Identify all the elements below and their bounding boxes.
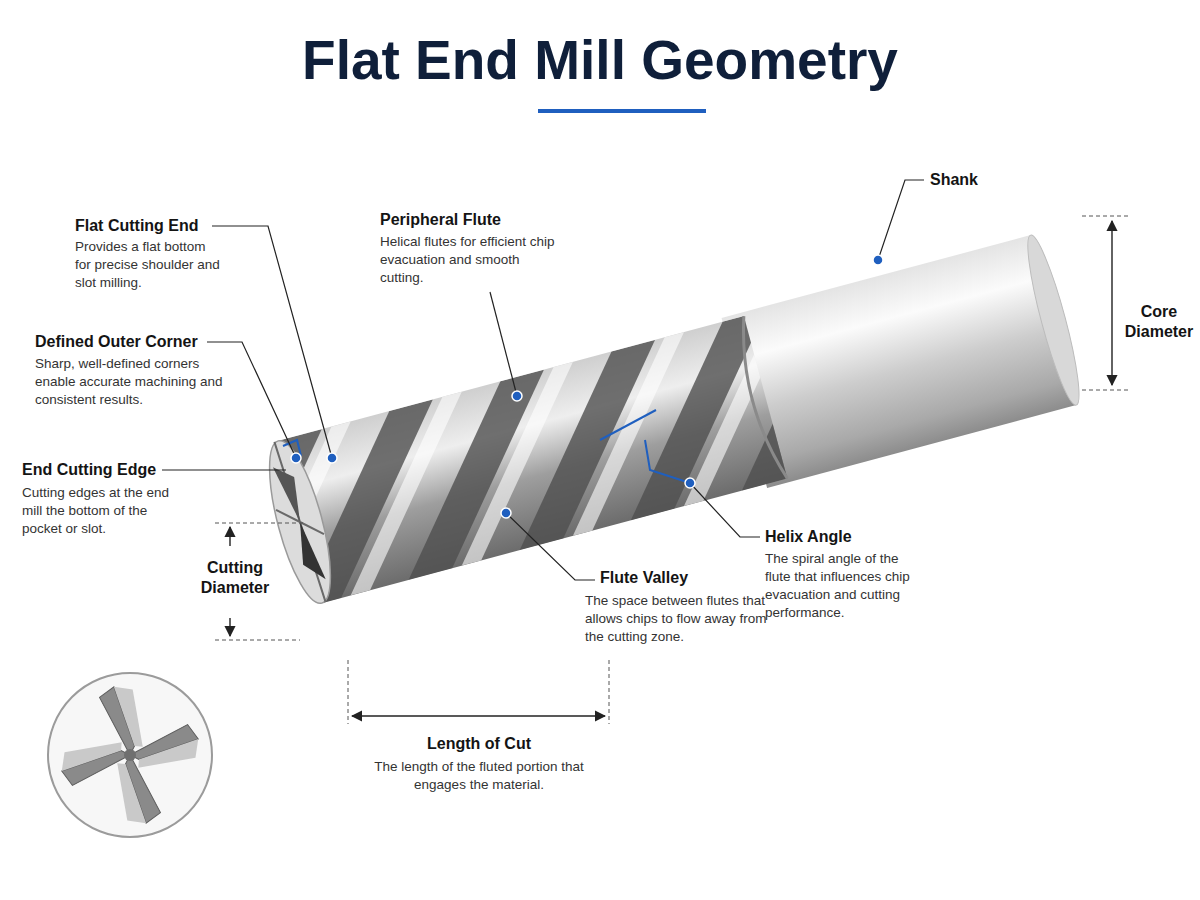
leader-line <box>490 292 517 396</box>
extension-line <box>1082 390 1130 391</box>
callout-description: Provides a flat bottom for precise shoul… <box>75 238 225 292</box>
leader-line <box>162 469 286 470</box>
extension-line <box>215 523 305 524</box>
chip-pocket <box>273 462 306 525</box>
flute-highlight <box>418 362 616 566</box>
dimension-arrows <box>230 221 1112 716</box>
dimension-arrow <box>352 715 605 716</box>
leader-lines <box>162 180 924 580</box>
cutting-end-face <box>257 435 343 609</box>
end-view-flutes <box>59 684 202 827</box>
callout-description: The length of the fluted portion that en… <box>362 758 596 794</box>
callout-heading: Length of Cut <box>348 734 610 754</box>
flute-runout <box>731 316 788 482</box>
extension-line <box>1082 216 1130 217</box>
callout-description: The spiral angle of the flute that influ… <box>765 550 923 622</box>
extension-line <box>609 660 610 724</box>
callout-description: Helical flutes for efficient chip evacua… <box>380 233 562 287</box>
dimension-arrow <box>1111 221 1112 385</box>
callout-heading: Shank <box>930 170 1010 190</box>
shank-end <box>1019 232 1088 408</box>
flute-highlight <box>278 421 394 603</box>
callout-dot <box>873 255 883 265</box>
end-cutting-edges <box>259 436 341 609</box>
leader-line <box>207 342 296 458</box>
leader-line <box>690 483 760 537</box>
end-view-center <box>124 749 136 761</box>
callout-dots <box>291 255 883 518</box>
callout-dot <box>512 391 522 401</box>
diagram-title: Flat End Mill Geometry <box>0 28 1200 92</box>
chip-pocket <box>292 519 325 584</box>
extension-line <box>215 640 300 641</box>
callout-heading: End Cutting Edge <box>22 460 222 480</box>
callout-description: Sharp, well-defined corners enable accur… <box>35 355 227 409</box>
callout-description: Cutting edges at the end mill the bottom… <box>22 484 182 538</box>
end-view-blade <box>116 752 162 827</box>
callout-dot <box>501 508 511 518</box>
callout-heading: Flute Valley <box>600 568 800 588</box>
flute-valley <box>587 316 787 520</box>
callout-description: The space between flutes that allows chi… <box>585 592 770 646</box>
extension-line <box>348 660 349 724</box>
helical-flutes <box>278 316 787 603</box>
callout-heading: Helix Angle <box>765 527 965 547</box>
callout-heading: Peripheral Flute <box>380 210 580 230</box>
title-underline <box>538 109 706 113</box>
dimension-extension-lines <box>215 216 1130 724</box>
callout-heading: Cutting Diameter <box>192 558 278 598</box>
end-view-blade <box>59 741 134 787</box>
callout-dot <box>327 453 337 463</box>
end-view-inset <box>48 673 212 837</box>
callout-heading: Flat Cutting End <box>75 216 275 236</box>
flute-highlight <box>529 332 727 536</box>
leader-line <box>878 180 924 260</box>
callout-heading: Defined Outer Corner <box>35 332 255 352</box>
dimension-arrow <box>229 618 230 636</box>
flute-highlight <box>640 316 787 506</box>
callout-dot <box>685 478 695 488</box>
dimension-arrow <box>229 527 230 546</box>
flute-highlight <box>307 392 505 596</box>
callout-heading: Core Diameter <box>1120 302 1198 342</box>
end-mill-body <box>142 232 1088 643</box>
leader-line <box>506 513 595 580</box>
end-view-blade <box>98 684 144 759</box>
helix-angle-marker <box>600 410 690 483</box>
callout-dot <box>291 453 301 463</box>
